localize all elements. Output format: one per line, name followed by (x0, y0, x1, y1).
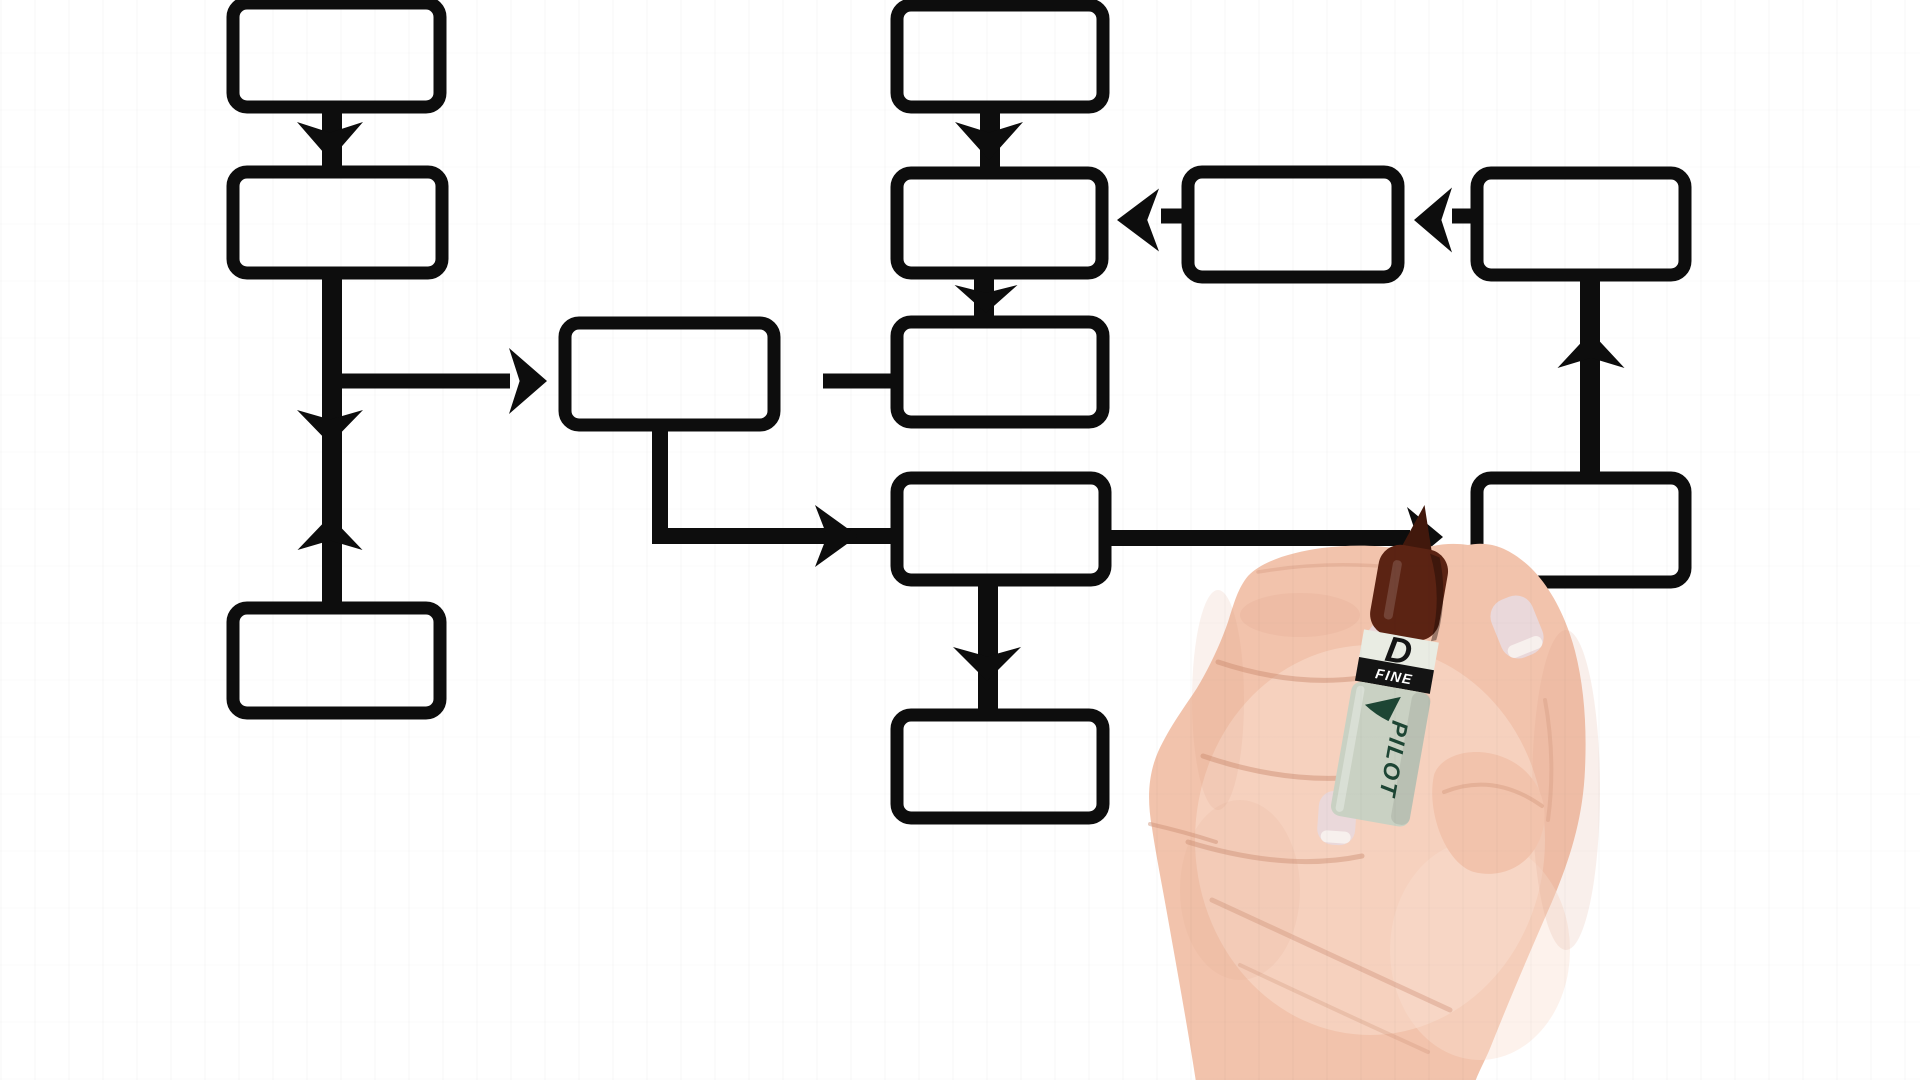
connector-center-down-to-mid4 (652, 423, 899, 544)
marker-barrel-highlight (1335, 685, 1365, 812)
finger-over-marker-crease (1442, 782, 1544, 808)
hand-shading (1240, 593, 1360, 637)
arrowhead-left-icon (1117, 188, 1159, 252)
flowchart-box-mid-col-1 (890, 0, 1110, 114)
flowchart-box-center (558, 316, 781, 432)
marker-grade-band (1354, 657, 1434, 694)
arrowhead-down-icon (297, 122, 363, 160)
thumb-fingernail-tip (1507, 635, 1543, 658)
marker-barrel (1330, 681, 1431, 827)
palm-highlight (1195, 645, 1545, 1035)
arrowhead-down-icon (955, 122, 1023, 160)
finger-over-marker-pad (1432, 752, 1545, 874)
flowchart-box-mid-col-4 (890, 471, 1112, 587)
arrowhead-right-icon (509, 348, 547, 414)
flowchart-box-right-inner (1181, 165, 1405, 284)
thumb-fold-crease (1238, 963, 1430, 1054)
arrowhead-down-icon (297, 410, 363, 444)
flowchart-box-left-top (226, 0, 447, 114)
palm-highlight (1390, 840, 1570, 1060)
flowchart-box-right-outer-bottom (1470, 471, 1692, 589)
marker-brand-logo-icon (1364, 696, 1401, 722)
hand-shading (1192, 590, 1244, 810)
arrowhead-up-icon (1557, 332, 1625, 368)
arrowhead-up-icon (297, 516, 363, 550)
hand-shading (1532, 630, 1600, 950)
marker-grade-label: FINE (1374, 665, 1414, 687)
hand-shading (1180, 800, 1300, 980)
marker-tip (1400, 505, 1433, 558)
flowchart-box-mid-col-2 (890, 166, 1109, 280)
pinky-crease (1148, 822, 1218, 844)
flowchart-box-left-bottom (226, 601, 447, 720)
finger-crease (1185, 839, 1365, 865)
hand-edge-crease (1543, 698, 1554, 822)
finger-over-marker (1432, 752, 1545, 874)
flowchart-box-mid-col-3 (890, 315, 1110, 429)
arrowhead-down-icon (954, 285, 1018, 313)
flowchart-diagram (226, 0, 1692, 825)
marker-pen: D FINE PILOT (1330, 505, 1449, 827)
arrowhead-down-icon (953, 647, 1021, 681)
ring-fingernail-tip (1320, 830, 1351, 844)
arrowhead-left-icon (1414, 187, 1452, 253)
arrowhead-right-icon (815, 505, 858, 567)
flowchart-box-mid-col-5 (890, 708, 1110, 825)
marker-cap (1370, 544, 1449, 641)
marker-cap-highlight (1383, 560, 1402, 620)
thumb-fold-crease (1209, 897, 1453, 1013)
flowchart-box-right-outer-top (1470, 166, 1692, 282)
marker-cap-shade (1430, 553, 1444, 642)
marker-barrel-shade (1391, 692, 1431, 825)
flowchart-box-left-middle (226, 165, 449, 280)
